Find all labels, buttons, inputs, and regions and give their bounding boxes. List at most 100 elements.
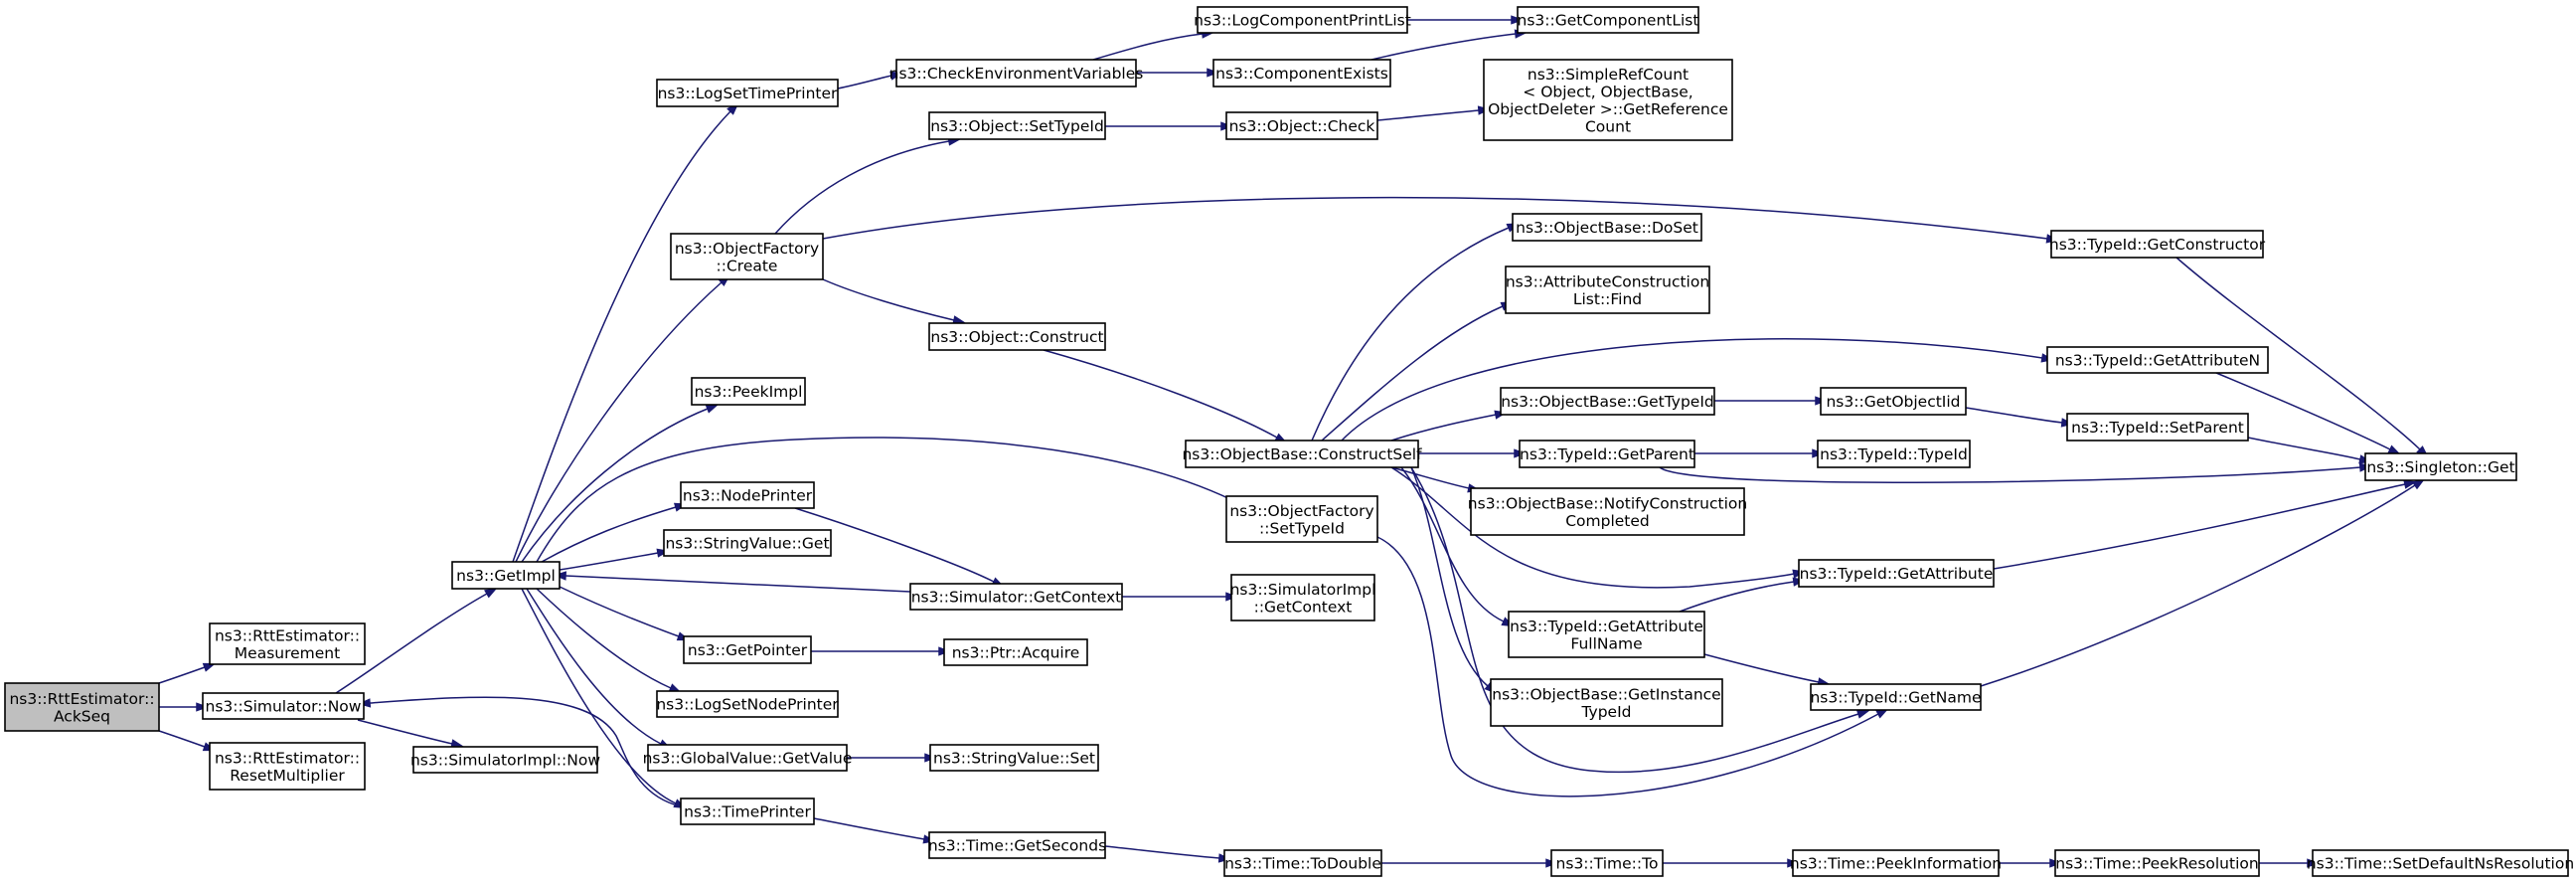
node-timepeekres[interactable]: ns3::Time::PeekResolution (2054, 849, 2260, 877)
edge-line (837, 75, 892, 89)
node-objconstruct[interactable]: ns3::Object::Construct (928, 322, 1106, 351)
node-globalvalueget[interactable]: ns3::GlobalValue::GetValue (643, 744, 853, 772)
node-logsetnodeprinter[interactable]: ns3::LogSetNodePrinter (656, 690, 839, 718)
node-measurement[interactable]: ns3::RttEstimator::Measurement (209, 622, 366, 665)
node-timeprinter[interactable]: ns3::TimePrinter (680, 797, 815, 825)
edge-getobjectiid-to-typeidsetparent (1965, 407, 2075, 428)
edge-ofcreate-to-typeidgetconstructor (822, 196, 2060, 244)
edge-line (774, 140, 950, 235)
node-objsettypeid[interactable]: ns3::Object::SetTypeId (928, 111, 1106, 140)
node-label-line: ns3::Time::To (1556, 855, 1659, 873)
node-typeidgetconstructor[interactable]: ns3::TypeId::GetConstructor (2049, 230, 2266, 259)
node-logcompprintlist[interactable]: ns3::LogComponentPrintList (1194, 6, 1411, 34)
edge-line (1679, 581, 1795, 613)
node-simplerefcount[interactable]: ns3::SimpleRefCount< Object, ObjectBase,… (1483, 59, 1733, 141)
node-singletonget[interactable]: ns3::Singleton::Get (2364, 452, 2517, 481)
node-stringvalueget[interactable]: ns3::StringValue::Get (663, 529, 832, 557)
node-logsettimeprinter[interactable]: ns3::LogSetTimePrinter (656, 79, 839, 107)
arrow-head (2403, 479, 2417, 489)
edge-line (559, 586, 680, 637)
node-checkenv[interactable]: ns3::CheckEnvironmentVariables (889, 59, 1144, 88)
edge-line (521, 408, 709, 563)
edge-line (564, 575, 911, 593)
node-timegetseconds[interactable]: ns3::Time::GetSeconds (928, 831, 1106, 859)
node-box (680, 481, 815, 509)
node-ackseq[interactable]: ns3::RttEstimator::AckSeq (4, 682, 160, 732)
node-box (1212, 59, 1391, 88)
node-compexists[interactable]: ns3::ComponentExists (1212, 59, 1391, 88)
node-now[interactable]: ns3::Simulator::Now (202, 692, 365, 720)
node-label-line: ns3::Object::Check (1229, 117, 1375, 135)
edge-timeto-to-timepeekinfo (1663, 858, 1801, 868)
edge-line (1376, 109, 1480, 121)
node-typeidsetparent[interactable]: ns3::TypeId::SetParent (2066, 413, 2249, 442)
node-simimplnow[interactable]: ns3::SimulatorImpl::Now (410, 746, 600, 774)
arrow-head (1511, 15, 1525, 25)
edge-simgetcontext-to-getimpl (553, 571, 911, 593)
node-objbaseconstructself[interactable]: ns3::ObjectBase::ConstructSelf (1182, 440, 1422, 468)
arrow-head (1207, 68, 1220, 78)
edge-ofcreate-to-objsettypeid (774, 136, 962, 235)
node-objbasegettypeid[interactable]: ns3::ObjectBase::GetTypeId (1500, 387, 1715, 416)
node-getcomplist[interactable]: ns3::GetComponentList (1517, 6, 1699, 34)
edge-line (1390, 414, 1497, 442)
node-typeidgetparent[interactable]: ns3::TypeId::GetParent (1519, 440, 1695, 468)
node-ofsettypeid[interactable]: ns3::ObjectFactory::SetTypeId (1225, 495, 1378, 543)
node-ofcreate[interactable]: ns3::ObjectFactory::Create (670, 233, 824, 280)
node-typeidctor[interactable]: ns3::TypeId::TypeId (1817, 440, 1971, 468)
node-box (2066, 413, 2249, 442)
edge-objbasegettypeid-to-getobjectiid (1714, 396, 1829, 406)
edge-simgetcontext-to-simimplgetcontext (1121, 592, 1239, 602)
node-getimpl[interactable]: ns3::GetImpl (451, 561, 561, 590)
node-label-line: ns3::ObjectBase::DoSet (1516, 219, 1698, 237)
edge-line (1341, 338, 2043, 442)
node-resetmult[interactable]: ns3::RttEstimator::ResetMultiplier (209, 742, 366, 791)
node-timesetdefaultns[interactable]: ns3::Time::SetDefaultNsResolution (2307, 849, 2574, 877)
node-label-line: ns3::LogComponentPrintList (1194, 12, 1411, 30)
edge-line (1410, 466, 1489, 687)
node-ptracquire[interactable]: ns3::Ptr::Acquire (943, 638, 1088, 666)
node-typeidgetattribute[interactable]: ns3::TypeId::GetAttribute (1798, 559, 1995, 588)
node-box (928, 111, 1106, 140)
arrow-head (553, 571, 567, 581)
node-label-line: ns3::Time::SetDefaultNsResolution (2307, 855, 2574, 873)
node-box (209, 742, 366, 791)
node-timepeekinfo[interactable]: ns3::Time::PeekInformation (1790, 849, 2002, 877)
edge-line (1703, 653, 1820, 683)
edge-ackseq-to-now (159, 702, 210, 712)
node-label-line: ns3::GetObjectIid (1826, 393, 1960, 411)
edge-line (1370, 33, 1517, 61)
edge-line (1659, 466, 2361, 483)
edge-line (536, 588, 672, 689)
edge-line (822, 196, 2048, 240)
node-getpointer[interactable]: ns3::GetPointer (683, 635, 812, 664)
node-timetodouble[interactable]: ns3::Time::ToDouble (1223, 849, 1382, 877)
node-simimplgetcontext[interactable]: ns3::SimulatorImpl::GetContext (1230, 574, 1376, 621)
node-label-line: ns3::Ptr::Acquire (952, 644, 1080, 662)
node-label-line: ns3::Simulator::Now (206, 698, 362, 716)
node-box (928, 831, 1106, 859)
arrow-head (2411, 478, 2426, 490)
arrow-head (705, 404, 720, 414)
node-typeidgetattrn[interactable]: ns3::TypeId::GetAttributeN (2046, 346, 2269, 374)
node-peekimpl[interactable]: ns3::PeekImpl (691, 377, 806, 406)
node-getobjectiid[interactable]: ns3::GetObjectIid (1820, 387, 1967, 416)
node-box (909, 583, 1123, 611)
node-stringvalueset[interactable]: ns3::StringValue::Set (929, 744, 1099, 772)
edge-line (335, 593, 488, 694)
node-objcheck[interactable]: ns3::Object::Check (1225, 111, 1378, 140)
node-label-line: ns3::RttEstimator:: (215, 626, 360, 644)
node-box (943, 638, 1088, 666)
node-objbasedoset[interactable]: ns3::ObjectBase::DoSet (1512, 213, 1702, 242)
edge-ofcreate-to-objconstruct (822, 278, 966, 325)
node-timeto[interactable]: ns3::Time::To (1550, 849, 1664, 877)
node-label-line: ns3::Simulator::GetContext (911, 589, 1122, 607)
node-nodeprinter[interactable]: ns3::NodePrinter (680, 481, 815, 509)
node-typeidgetname[interactable]: ns3::TypeId::GetName (1810, 683, 1982, 711)
node-box (1810, 683, 1982, 711)
node-objbasenotify[interactable]: ns3::ObjectBase::NotifyConstructionCompl… (1468, 487, 1747, 536)
node-simgetcontext[interactable]: ns3::Simulator::GetContext (909, 583, 1123, 611)
